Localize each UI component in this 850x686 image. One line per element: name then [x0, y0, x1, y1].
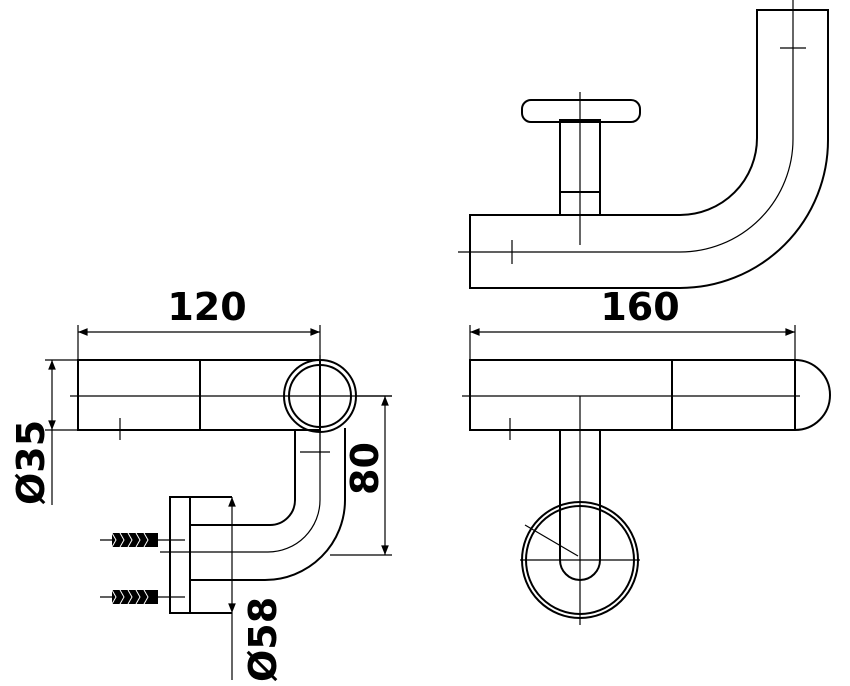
top-view [458, 0, 829, 289]
wall-flange [169, 496, 191, 614]
support-post [559, 430, 601, 581]
bent-rail [469, 9, 829, 289]
dimension-label-height: 80 [343, 442, 387, 495]
dimension-label-tube-diameter: Ø35 [9, 420, 53, 505]
bracket-arm-inner [190, 430, 296, 526]
dimension-label-width-right: 160 [600, 285, 679, 329]
bracket-center-line [160, 430, 321, 553]
screw-icon [100, 532, 185, 548]
bracket-arm-outer [190, 428, 346, 581]
dimension-label-width-left: 120 [167, 285, 246, 329]
front-view: 160 [462, 285, 831, 625]
side-view: 120 Ø35 80 Ø58 [9, 285, 392, 682]
dimension-label-flange-diameter: Ø58 [241, 597, 285, 682]
screw-icon [100, 589, 185, 605]
rail-center-line [458, 0, 794, 253]
top-rosette [521, 99, 641, 123]
handrail-front [469, 359, 831, 431]
